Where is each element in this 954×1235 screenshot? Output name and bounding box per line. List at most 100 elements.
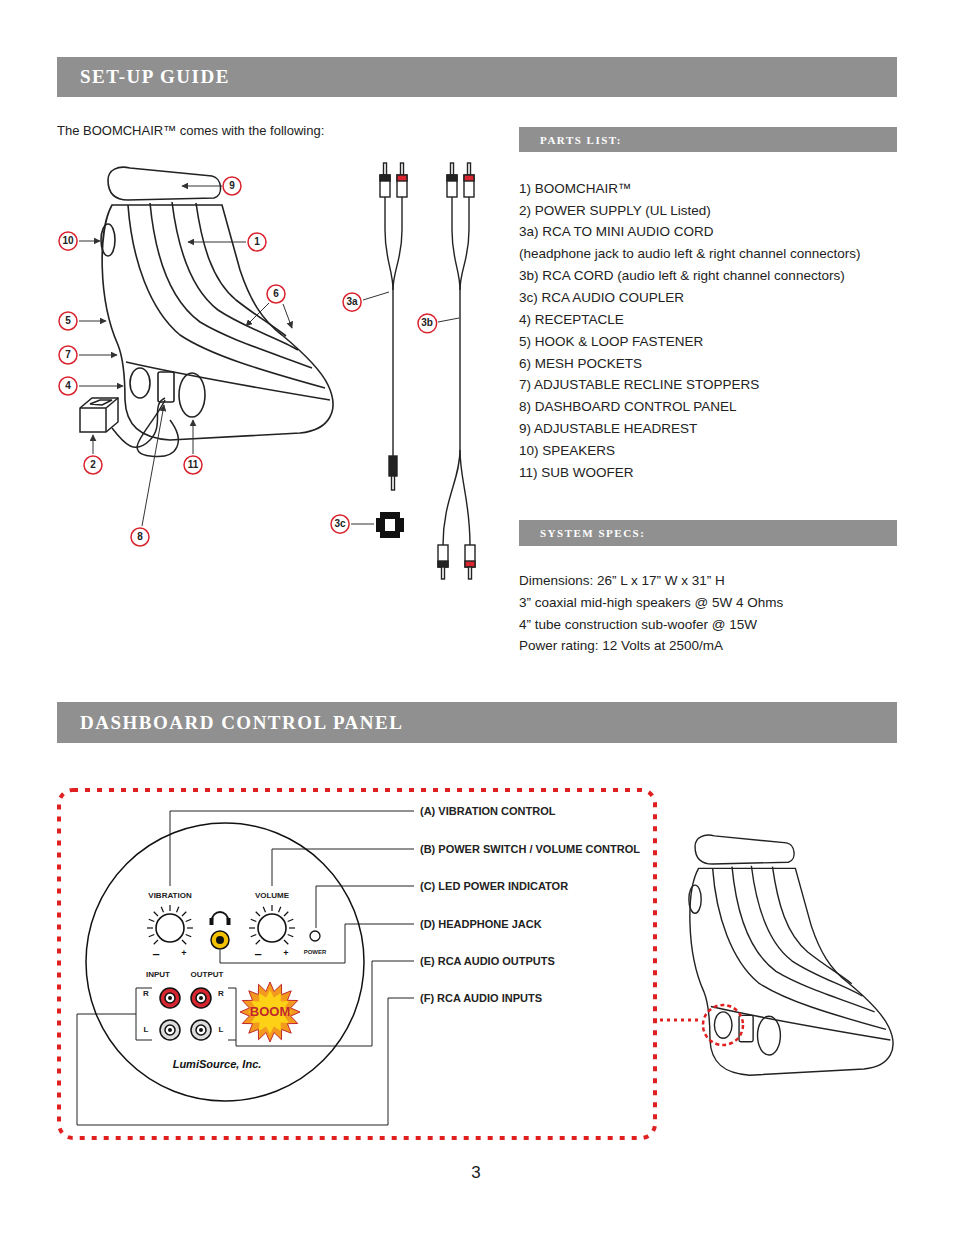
knob-tick xyxy=(279,907,281,913)
leader-line xyxy=(79,355,117,356)
leader-line xyxy=(363,292,389,300)
callout-circle-outline xyxy=(418,314,437,333)
plug-tip xyxy=(469,567,472,579)
callout-label: 7 xyxy=(65,350,71,360)
rca-mini-cord xyxy=(380,163,407,490)
section-heading: DASHBOARD CONTROL PANEL xyxy=(80,712,403,734)
rca-jack xyxy=(160,988,180,1008)
power-cord xyxy=(112,398,165,447)
callout-number: 1 xyxy=(247,232,267,252)
headphone-icon xyxy=(227,918,231,925)
knob-tick xyxy=(182,940,186,944)
panel-label: L xyxy=(219,1026,224,1035)
callout-number: 5 xyxy=(58,311,78,331)
knob-tick xyxy=(288,935,294,937)
plug-band xyxy=(464,175,474,181)
knob-tick xyxy=(149,919,155,921)
leader-line xyxy=(220,924,414,963)
cable xyxy=(385,197,393,456)
callout-label: 3b xyxy=(421,318,433,328)
plug-body xyxy=(380,175,390,197)
leader-line xyxy=(79,321,106,322)
callout-label: 4 xyxy=(65,381,71,391)
plug-body xyxy=(464,175,474,197)
parts-list-item: 8) DASHBOARD CONTROL PANEL xyxy=(519,399,737,415)
power-supply-box xyxy=(80,398,118,432)
control-description: (E) RCA AUDIO OUTPUTS xyxy=(420,955,555,967)
panel-label: – xyxy=(254,947,261,961)
volume-knob xyxy=(258,914,286,942)
rca-jacks xyxy=(160,988,211,1040)
callout-circle-outline xyxy=(267,285,285,303)
callout-number: 10 xyxy=(58,231,78,251)
chair-seam xyxy=(196,203,286,336)
input-bracket xyxy=(136,988,152,1040)
callout-circle-outline xyxy=(184,456,202,474)
spec-line: 3” coaxial mid-high speakers @ 5W 4 Ohms xyxy=(519,595,783,611)
rca-pin xyxy=(168,996,172,1000)
panel-label: L xyxy=(144,1026,149,1035)
parts-list-item: 1) BOOMCHAIR™ xyxy=(519,181,632,197)
parts-list-item: 9) ADJUSTABLE HEADREST xyxy=(519,421,697,437)
callout-label: 8 xyxy=(137,532,143,542)
leader-line xyxy=(438,318,459,322)
cable xyxy=(460,197,470,545)
chair-seam xyxy=(128,205,325,388)
callout-circle-outline xyxy=(59,312,77,330)
panel-label: BOOM xyxy=(250,1005,290,1019)
section-band: SYSTEM SPECS: xyxy=(519,520,897,546)
headphone-icon xyxy=(212,912,228,920)
panel-label: OUTPUT xyxy=(191,971,224,980)
knob-tick xyxy=(288,919,294,921)
output-bracket xyxy=(228,988,236,1046)
headrest xyxy=(108,167,221,200)
control-description: (F) RCA AUDIO INPUTS xyxy=(420,992,542,1004)
leader-line xyxy=(193,420,194,454)
panel-label: + xyxy=(181,949,186,959)
spec-line: 4” tube construction sub-woofer @ 15W xyxy=(519,617,757,633)
parts-list-item: 3b) RCA CORD (audio left & right channel… xyxy=(519,268,845,284)
plug-tip xyxy=(468,163,471,175)
leader-line xyxy=(316,886,414,928)
rca-jack-inner xyxy=(165,1025,175,1035)
knob-tick xyxy=(149,935,155,937)
knob-tick xyxy=(154,940,158,944)
section-heading: SET-UP GUIDE xyxy=(80,66,230,88)
callout-circle-outline xyxy=(131,528,149,546)
callout-label: 9 xyxy=(229,181,235,191)
dashboard xyxy=(158,372,174,402)
rca-jack-inner xyxy=(165,993,175,1003)
sub-woofer xyxy=(179,373,205,417)
leader-line xyxy=(283,304,292,328)
rca-jack xyxy=(160,1020,180,1040)
plug-tip xyxy=(442,567,445,579)
knob-tick xyxy=(182,912,186,916)
leader-line xyxy=(142,405,164,526)
plug-body xyxy=(397,175,407,197)
knob-tick xyxy=(271,905,272,911)
section-heading: PARTS LIST: xyxy=(540,134,622,146)
power-led xyxy=(310,931,320,941)
dashed-outline xyxy=(57,788,657,1140)
plug-band xyxy=(397,175,407,181)
headphone-icon xyxy=(210,918,214,925)
callout-label: 3a xyxy=(346,297,357,307)
control-description: (D) HEADPHONE JACK xyxy=(420,918,542,930)
rca-jack-inner xyxy=(196,993,206,1003)
rca-coupler xyxy=(376,512,404,538)
plug-tip xyxy=(401,163,404,175)
plug-band xyxy=(438,561,448,567)
callout-label: 2 xyxy=(90,460,96,470)
panel-label: + xyxy=(283,949,288,959)
power-supply-edge xyxy=(80,398,118,432)
mini-plug-body xyxy=(389,456,397,476)
side-speaker xyxy=(130,368,150,398)
leader-line xyxy=(79,241,100,242)
knob-tick xyxy=(186,919,192,921)
boom-starburst xyxy=(240,982,300,1042)
plug-tip xyxy=(384,163,387,175)
panel-border xyxy=(86,823,364,1101)
coupler-body xyxy=(380,512,400,538)
knob-tick xyxy=(187,927,193,928)
parts-list-item: 6) MESH POCKETS xyxy=(519,356,642,372)
